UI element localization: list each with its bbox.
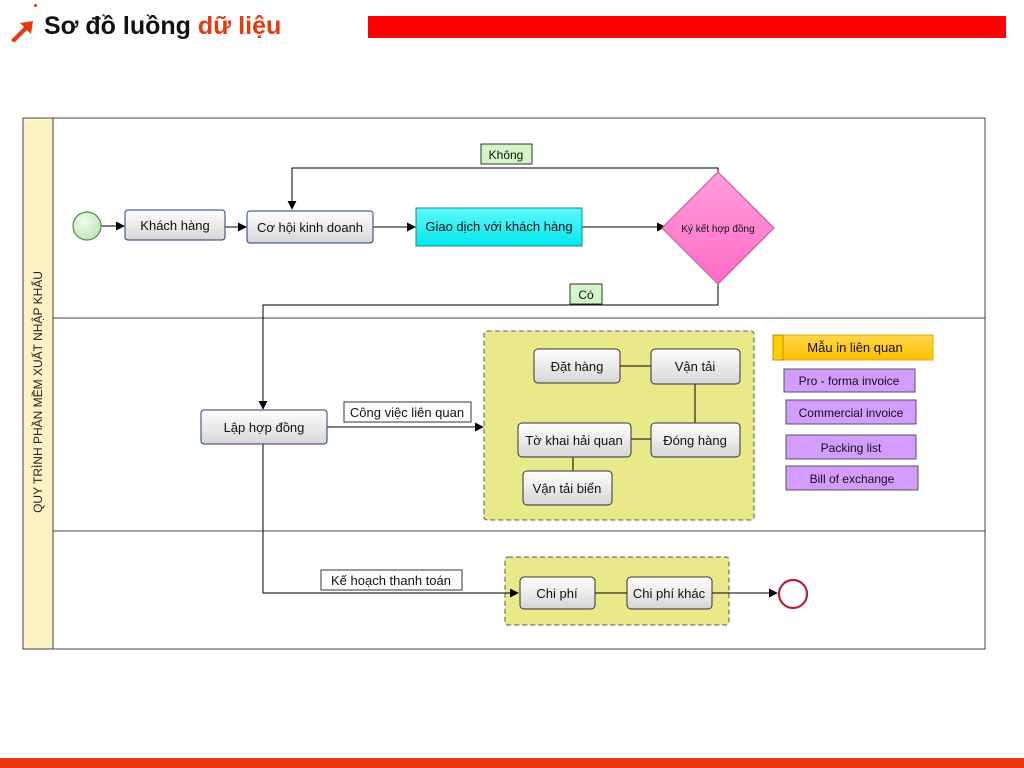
document-bill-exchange: Bill of exchange	[785, 465, 919, 491]
node-sea-transport-label: Vận tải biển	[533, 481, 602, 496]
footer-bar	[0, 758, 1024, 768]
node-opportunity: Cơ hội kinh doanh	[246, 210, 374, 244]
arrow-up-right-icon	[11, 21, 33, 42]
node-transport-label: Vận tải	[675, 359, 716, 374]
documents-header: Mẫu in liên quan	[772, 334, 934, 361]
label-no-text: Không	[489, 148, 524, 162]
pool-label: QUY TRÌNH PHẦN MỀM XUẤT NHẬP KHẨU	[30, 271, 45, 513]
accent-dot	[34, 4, 37, 7]
node-other-cost: Chi phí khác	[626, 576, 713, 610]
edge-yes	[258, 284, 719, 410]
title-banner	[368, 16, 1006, 38]
edge-payment-plan	[262, 444, 519, 598]
label-related-work-text: Công việc liên quan	[350, 405, 464, 420]
title-main: Sơ đồ luồng	[44, 12, 198, 40]
node-sea-transport: Vận tải biển	[522, 470, 613, 506]
documents-header-label: Mẫu in liên quan	[807, 340, 902, 355]
start-event	[72, 211, 102, 241]
end-event	[777, 578, 809, 610]
label-no: Không	[480, 143, 533, 165]
node-contract: Lập hợp đồng	[200, 409, 328, 445]
node-customer: Khách hàng	[124, 209, 226, 241]
document-commercial-label: Commercial invoice	[799, 406, 904, 420]
document-bill-exchange-label: Bill of exchange	[810, 472, 895, 486]
node-packing-label: Đóng hàng	[663, 433, 727, 448]
page-title: Sơ đồ luồng dữ liệu	[44, 12, 281, 41]
node-customer-label: Khách hàng	[140, 218, 209, 233]
node-order: Đặt hàng	[533, 348, 621, 384]
node-other-cost-label: Chi phí khác	[633, 586, 706, 601]
label-yes-text: Có	[578, 288, 594, 302]
pool-header	[22, 117, 54, 650]
node-packing: Đóng hàng	[650, 422, 741, 458]
document-packing-list: Packing list	[785, 434, 917, 460]
document-tab	[772, 334, 784, 361]
document-proforma: Pro - forma invoice	[783, 368, 916, 393]
label-payment-plan: Kế hoạch thanh toán	[320, 569, 463, 591]
title-highlight: dữ liệu	[197, 12, 282, 40]
document-proforma-label: Pro - forma invoice	[799, 374, 900, 388]
node-decision: Ký kết hợp đồng	[661, 171, 775, 285]
node-decision-label: Ký kết hợp đồng	[681, 223, 754, 235]
node-cost: Chi phí	[519, 576, 596, 610]
node-contract-label: Lập hợp đồng	[224, 420, 305, 435]
label-related-work: Công việc liên quan	[343, 401, 472, 423]
label-yes: Có	[569, 283, 603, 305]
node-order-label: Đặt hàng	[551, 359, 604, 374]
connectors	[101, 167, 778, 598]
node-transaction: Giao dịch với khách hàng	[415, 207, 583, 247]
label-payment-plan-text: Kế hoạch thanh toán	[331, 573, 451, 588]
slide-header: Sơ đồ luồng dữ liệu	[0, 0, 1024, 60]
node-customs-label: Tờ khai hải quan	[525, 433, 622, 448]
node-customs: Tờ khai hải quan	[517, 422, 632, 458]
node-opportunity-label: Cơ hội kinh doanh	[257, 220, 363, 235]
node-transport: Vận tải	[650, 348, 741, 385]
node-transaction-label: Giao dịch với khách hàng	[425, 219, 572, 234]
node-cost-label: Chi phí	[536, 586, 578, 601]
document-commercial: Commercial invoice	[785, 399, 917, 425]
document-packing-list-label: Packing list	[821, 441, 882, 455]
edge-no-loop	[287, 167, 719, 210]
